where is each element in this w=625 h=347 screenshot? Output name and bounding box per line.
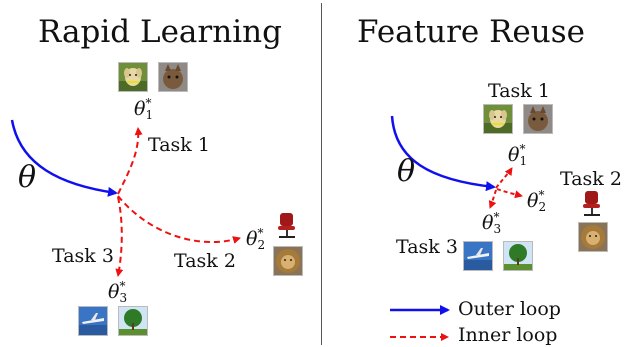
right-theta2-label: θ*2 <box>527 188 547 214</box>
rapid-learning-title: Rapid Learning <box>38 14 282 50</box>
right-inner-loop-task2 <box>496 188 523 199</box>
left-inner-loop-task3 <box>115 196 124 277</box>
airplane-photo-icon <box>78 306 108 336</box>
right-inner-loop-task1 <box>495 167 513 189</box>
lion-photo-icon <box>578 222 608 252</box>
feature-reuse-title: Feature Reuse <box>357 14 585 50</box>
cat-photo-icon <box>158 62 188 92</box>
right-inner-loop-task3 <box>488 189 497 209</box>
tree-photo-icon <box>503 241 533 271</box>
airplane-photo-icon <box>463 241 493 271</box>
right-theta1-label: θ*1 <box>508 142 528 168</box>
dog-photo-icon <box>118 62 148 92</box>
cat-photo-icon <box>523 104 553 134</box>
left-inner-loop-task2 <box>117 195 241 244</box>
tree-photo-icon <box>118 306 148 336</box>
right-task2-label: Task 2 <box>560 168 622 190</box>
left-task1-label: Task 1 <box>148 134 210 156</box>
right-theta-label: θ <box>397 154 416 189</box>
legend-inner-loop-label: Inner loop <box>458 324 558 346</box>
right-task3-label: Task 3 <box>396 236 458 258</box>
left-theta1-label: θ*1 <box>134 96 154 122</box>
left-task3-label: Task 3 <box>52 245 114 267</box>
left-inner-loop-task1 <box>117 127 143 195</box>
dog-photo-icon <box>483 104 513 134</box>
left-theta2-label: θ*2 <box>246 226 266 252</box>
left-theta3-label: θ*3 <box>108 279 128 305</box>
left-theta-label: θ <box>18 160 37 195</box>
left-task2-label: Task 2 <box>174 250 236 272</box>
panel-divider <box>321 3 322 345</box>
office-chair-icon <box>578 190 606 218</box>
right-outer-loop-arrow <box>390 115 496 192</box>
office-chair-icon <box>273 212 301 240</box>
right-task1-label: Task 1 <box>488 80 550 102</box>
lion-photo-icon <box>273 246 303 276</box>
left-outer-loop-arrow <box>10 119 118 197</box>
right-theta3-label: θ*3 <box>482 210 502 236</box>
legend-outer-loop-label: Outer loop <box>458 298 561 320</box>
